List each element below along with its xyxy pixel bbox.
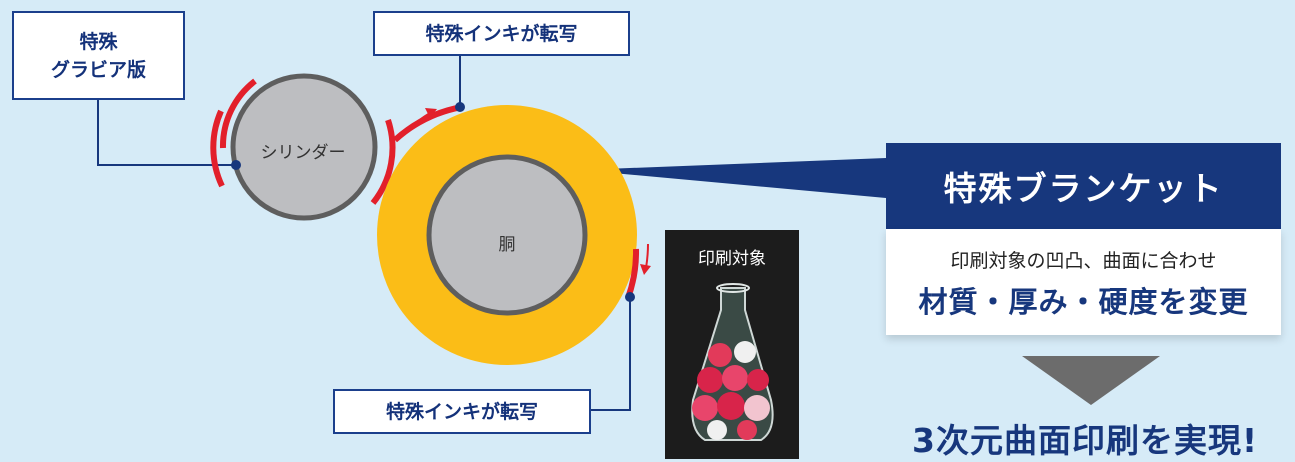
rotation-arrow-right-icon xyxy=(645,243,649,269)
ink-transfer-text-bottom: 特殊インキが転写 xyxy=(385,400,538,423)
rotation-arrowhead-right-icon xyxy=(640,264,651,275)
flask-illustration xyxy=(691,283,774,441)
ink-transfer-label-bottom: 特殊インキが転写 xyxy=(333,389,591,434)
dot-gravure xyxy=(231,160,241,170)
body-cylinder xyxy=(426,154,588,316)
body-label: 胴 xyxy=(498,235,516,255)
connector-gravure xyxy=(97,100,236,166)
gravure-plate-label: 特殊 グラビア版 xyxy=(12,11,185,100)
blanket-desc-line1: 印刷対象の凹凸、曲面に合わせ xyxy=(950,250,1217,272)
rose-pattern xyxy=(692,341,770,440)
cylinder-label: シリンダー xyxy=(260,143,346,163)
dot-bottom xyxy=(625,292,635,302)
gravure-ink-arc-2 xyxy=(219,78,257,149)
ink-transfer-text-top: 特殊インキが転写 xyxy=(425,22,578,45)
plate-ink-arc-right xyxy=(370,119,396,205)
dot-top xyxy=(455,102,465,112)
result-heading: 3次元曲面印刷を実現! xyxy=(911,421,1258,460)
rotation-arrowhead-top-icon xyxy=(425,108,437,118)
down-arrow-icon xyxy=(1022,356,1160,405)
gravure-label-line2: グラビア版 xyxy=(50,58,146,81)
print-target-photo: 印刷対象 xyxy=(665,230,799,459)
connector-bottom xyxy=(591,297,631,411)
print-target-label: 印刷対象 xyxy=(698,249,766,269)
ink-transfer-label-top: 特殊インキが転写 xyxy=(373,11,630,56)
gravure-label-line1: 特殊 xyxy=(79,30,118,53)
plate-cylinder xyxy=(230,73,378,221)
blanket-description-box: 印刷対象の凹凸、曲面に合わせ 材質・厚み・硬度を変更 xyxy=(886,229,1281,335)
blanket-pointer xyxy=(580,158,886,198)
blanket-title: 特殊ブランケット xyxy=(886,143,1281,229)
gravure-ink-arc xyxy=(210,109,225,188)
blanket-desc-line2: 材質・厚み・硬度を変更 xyxy=(918,285,1249,319)
